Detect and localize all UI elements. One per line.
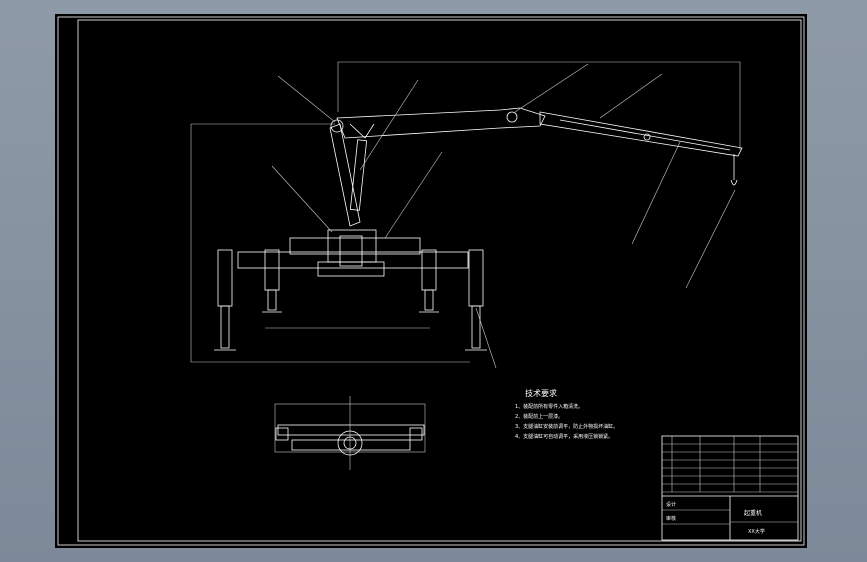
overall-height-dimension [190,124,470,363]
note-4: 4、支腿油缸可自动调平，采用液压锁锁紧。 [515,433,613,440]
luffing-cylinder [349,139,368,211]
main-boom [336,107,546,139]
telescopic-boom [539,111,743,157]
outrigger-leg-right-outer [465,249,487,351]
outrigger-leg-left-outer [214,249,236,351]
slewing-gear [339,235,363,267]
chassis-lower [317,261,385,277]
outrigger-leg-left-inner [262,249,282,313]
sheet-frame [77,19,802,542]
checker-label: 审核 [666,515,676,522]
hook [730,179,738,186]
drawing-name: 起重机 [744,509,762,517]
note-1: 1、装配前所有零件入箱清洗。 [515,403,583,410]
drawing-sheet [55,14,807,548]
outrigger-beam [237,251,469,269]
chassis-beam [289,237,421,255]
cylinder-bracket [349,123,375,139]
boom-joint [506,111,518,123]
note-2: 2、装配前上一层漆。 [515,413,563,420]
sheet-outer-border [57,16,805,546]
plan-pad-left [275,427,289,441]
plan-view [274,396,426,470]
school-name: XX大学 [748,528,765,535]
plan-slewing-ring [337,430,363,456]
plan-slewing-hub [343,436,357,450]
outrigger-leg-right-inner [419,249,439,313]
boom-pin [643,133,651,141]
plan-outrigger-bar [277,424,425,436]
technical-notes: 技术要求 1、装配前所有零件入箱清洗。 2、装配前上一层漆。 3、支腿油缸安装前… [515,388,618,440]
plan-pad-right [409,427,423,441]
front-elevation-view [190,61,743,369]
parts-list-grid [662,436,798,493]
mast-column [329,123,361,227]
part-leader-lines [271,63,736,369]
title-block: 起重机 设计 审核 XX大学 [661,435,799,541]
plan-chassis-bar [291,439,411,451]
notes-title: 技术要求 [525,388,557,398]
boom-reach-dimension [337,61,741,150]
note-3: 3、支腿油缸安装前调平，防止外物损坏油缸。 [515,423,618,430]
mast-pivot [330,119,344,133]
designer-label: 设计 [666,501,676,508]
